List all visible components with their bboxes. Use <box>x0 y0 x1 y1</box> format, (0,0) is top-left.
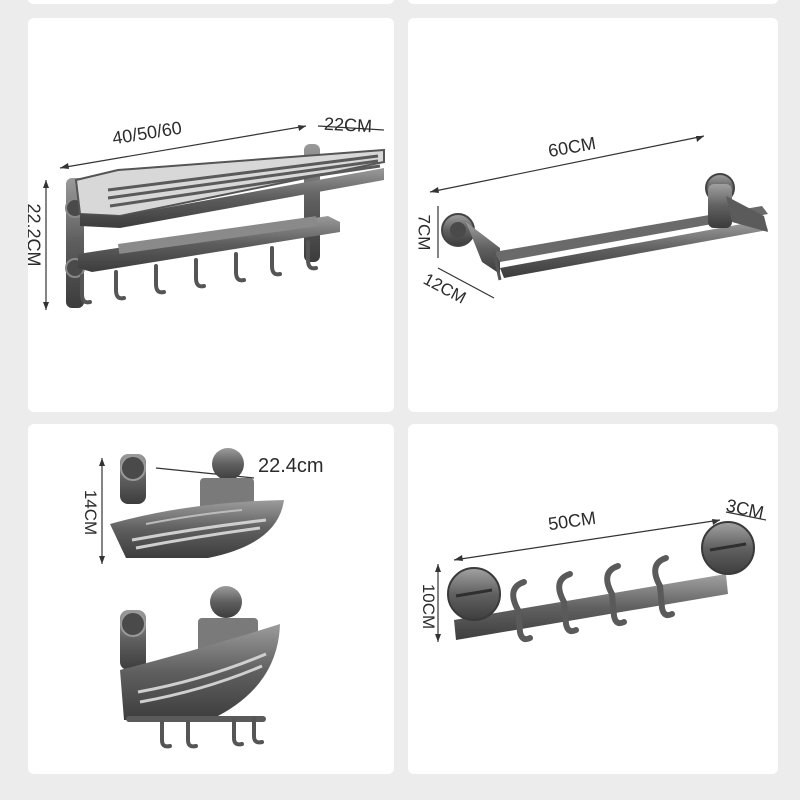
towel-bar-illustration <box>429 135 768 299</box>
dim-width-label: 22.4cm <box>258 455 324 477</box>
hook-rail-illustration <box>435 511 767 643</box>
corner-caddy-illustration <box>99 448 284 749</box>
top-strip-left <box>28 0 394 4</box>
dim-height-label: 22.2CM <box>28 203 44 267</box>
product-panel-corner-caddy: 22.4cm 14CM <box>28 424 394 774</box>
dim-height-label: 14CM <box>81 489 101 536</box>
dim-height-label: 10CM <box>419 583 439 630</box>
top-strip-right <box>408 0 778 4</box>
towel-rack-illustration <box>43 125 385 310</box>
product-panel-towel-rack: 40/50/60 22CM 22.2CM <box>28 18 394 412</box>
product-panel-towel-bar: 60CM 7CM 12CM <box>408 18 778 412</box>
product-panel-hook-rail: 50CM 3CM 10CM <box>408 424 778 774</box>
dim-height-label: 7CM <box>414 214 434 251</box>
dim-depth-label: 22CM <box>323 113 373 137</box>
